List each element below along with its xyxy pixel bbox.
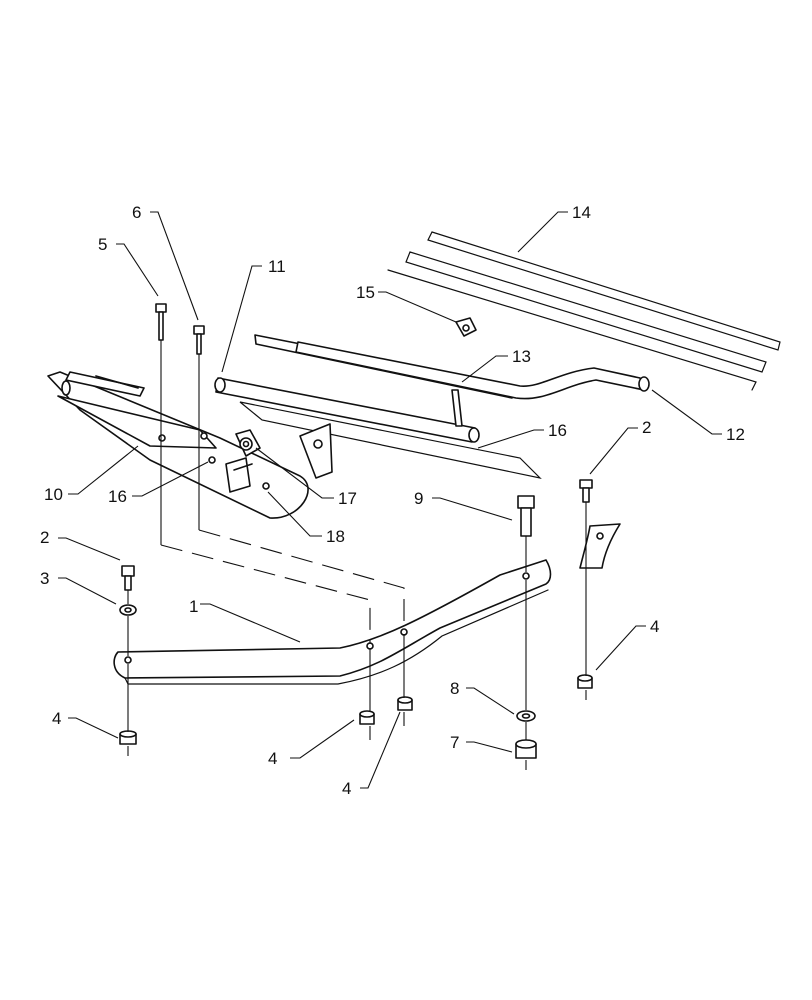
callout-7: 7	[450, 733, 459, 752]
part-16-17-18-hardware	[208, 429, 270, 493]
callout-15: 15	[356, 283, 375, 302]
callout-5: 5	[98, 235, 107, 254]
bolts	[121, 303, 593, 591]
callout-2-right: 2	[642, 418, 651, 437]
part-15-clip	[455, 317, 477, 337]
callout-9: 9	[414, 489, 423, 508]
part-14-rods	[387, 231, 781, 391]
callout-6: 6	[132, 203, 141, 222]
callout-3: 3	[40, 569, 49, 588]
callout-10: 10	[44, 485, 63, 504]
callout-2-left: 2	[40, 528, 49, 547]
callout-16-left: 16	[108, 487, 127, 506]
callout-4-right: 4	[650, 617, 659, 636]
callout-4-lower: 4	[342, 779, 351, 798]
callout-4-left: 4	[52, 709, 61, 728]
washers-and-nuts	[119, 604, 593, 759]
part-12-tube	[214, 334, 650, 479]
callout-12: 12	[726, 425, 745, 444]
callout-4-center: 4	[268, 749, 277, 768]
callout-14: 14	[572, 203, 591, 222]
callout-11: 11	[268, 257, 286, 276]
assembly-lines	[127, 340, 587, 770]
part-1-base-plate	[113, 559, 552, 685]
callout-1: 1	[189, 597, 198, 616]
callout-17: 17	[338, 489, 357, 508]
part-2-right-bracket	[579, 523, 621, 569]
part-13-pin	[451, 389, 463, 427]
callout-16-right: 16	[548, 421, 567, 440]
callout-13: 13	[512, 347, 531, 366]
callout-18: 18	[326, 527, 345, 546]
callout-8: 8	[450, 679, 459, 698]
callout-labels: 1 2 2 3 4 4 4 4 5 6 7 8 9 10 11 12 13 14…	[40, 203, 745, 798]
leader-lines	[58, 211, 722, 789]
